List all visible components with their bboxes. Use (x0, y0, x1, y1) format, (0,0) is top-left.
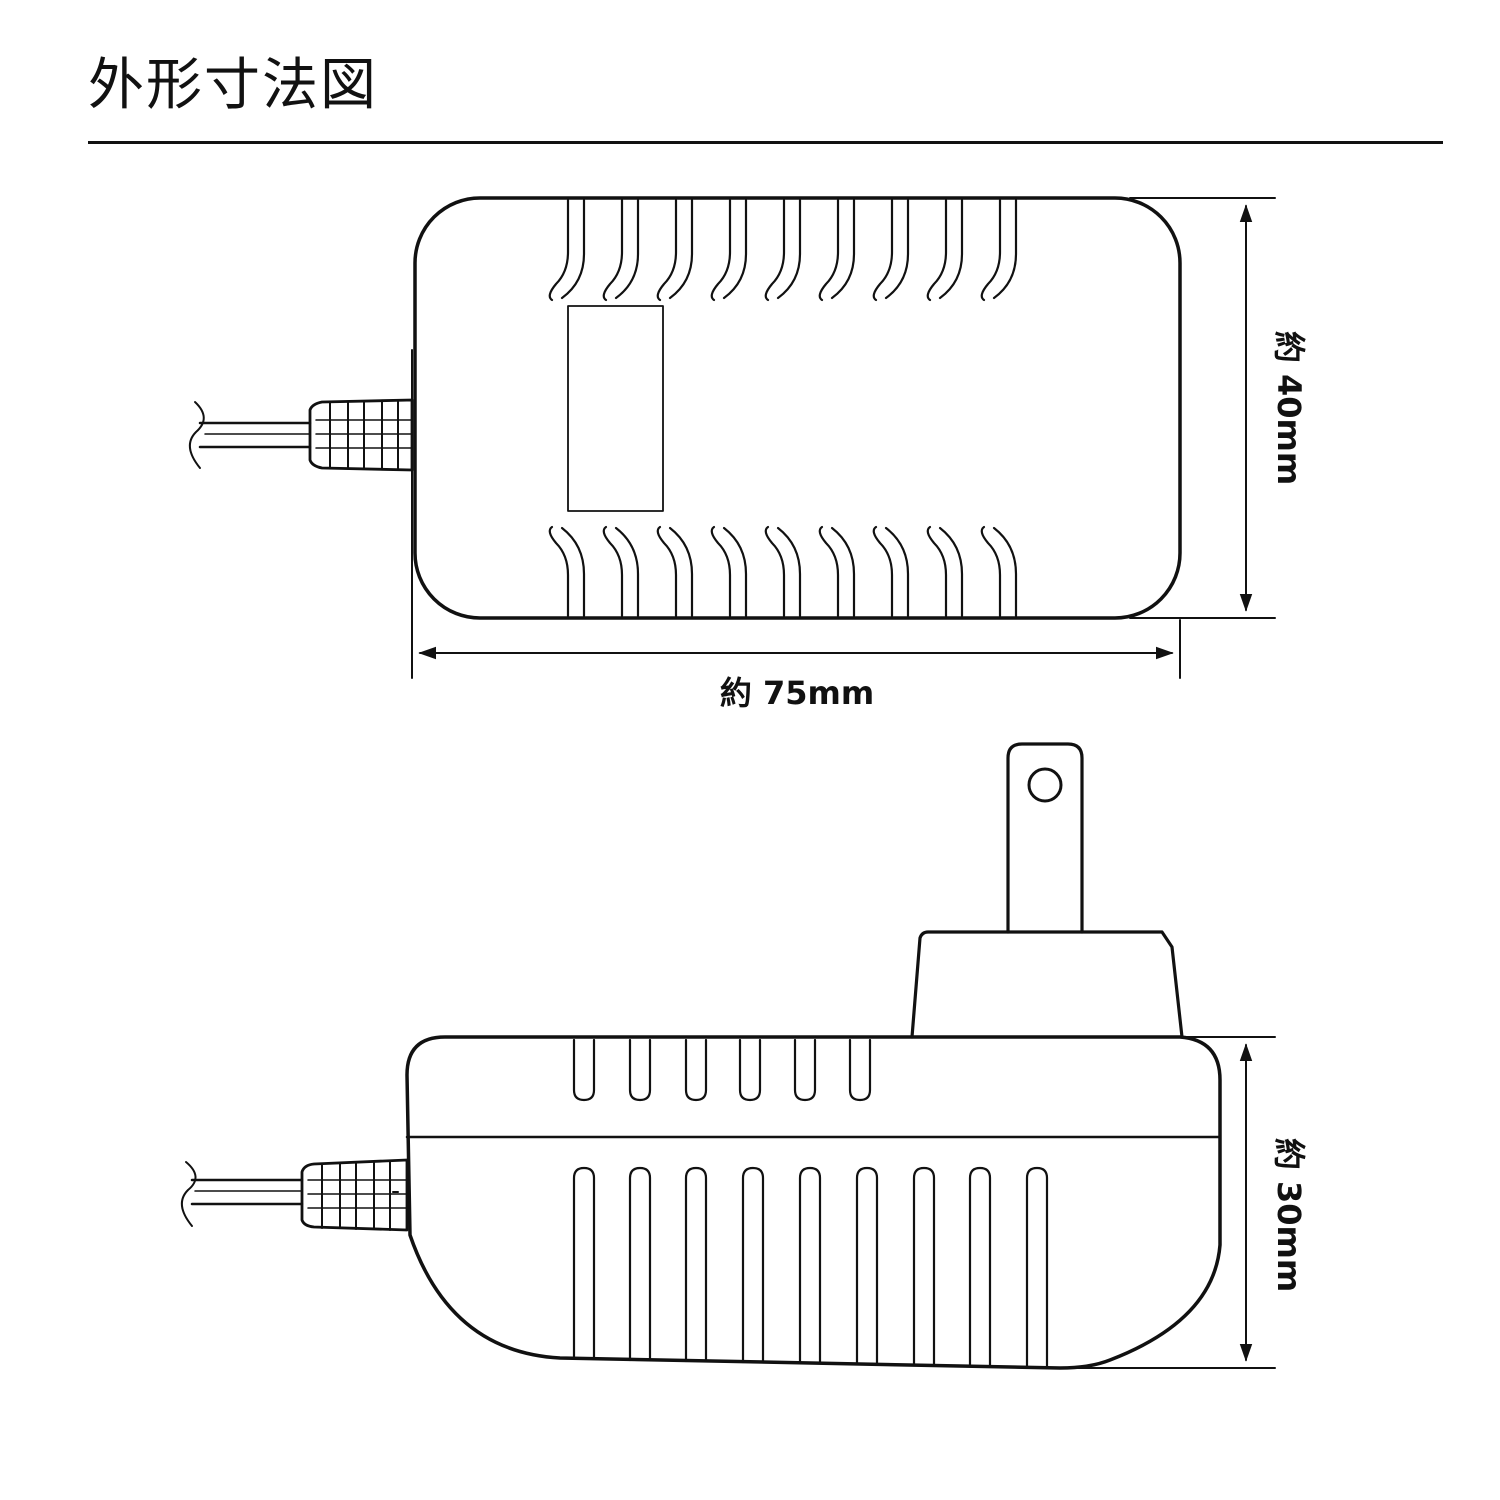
prong-hole (1027, 767, 1063, 803)
side-vents-lower (572, 1166, 1049, 1369)
width-dimension (411, 349, 1181, 679)
title-divider (88, 141, 1443, 144)
side-view-cable (181, 1158, 409, 1232)
top-view: 約 40mm 約 75mm (189, 196, 1308, 712)
top-vents-lower (548, 525, 1018, 618)
height-label-side: 約 30mm (1270, 1138, 1308, 1292)
height-dimension-side (1069, 1036, 1276, 1369)
plug-base (910, 930, 1184, 1039)
page-title: 外形寸法図 (88, 53, 378, 118)
top-view-body (413, 196, 1182, 620)
label-plate (567, 305, 664, 512)
top-vents-upper (548, 198, 1018, 302)
side-view: 約 30mm (181, 742, 1308, 1370)
side-view-body (405, 1035, 1222, 1370)
height-label-top: 約 40mm (1270, 331, 1308, 485)
width-label: 約 75mm (720, 674, 874, 712)
plug-prong (1006, 742, 1084, 934)
height-dimension-top (1129, 197, 1276, 619)
side-vents-upper (572, 1038, 872, 1102)
top-view-cable (189, 398, 414, 472)
